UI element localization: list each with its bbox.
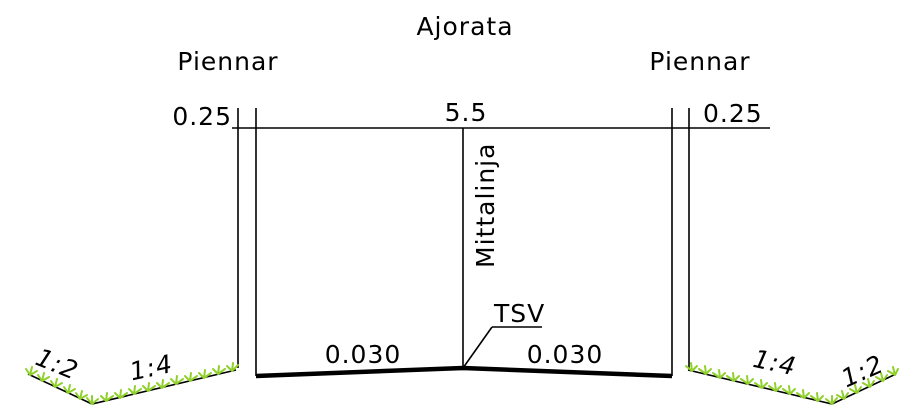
- road-surface: [255, 365, 673, 379]
- grass-left: [25, 362, 239, 405]
- tsv-leader-line: [462, 326, 493, 369]
- slope-inner-right-label: 1:4: [751, 344, 799, 381]
- carriageway-title: Ajorata: [416, 12, 513, 41]
- tsv-label: TSV: [493, 299, 545, 328]
- shoulder-left-title: Piennar: [177, 47, 278, 76]
- slope-outer-right-label: 1:2: [837, 349, 888, 393]
- shoulder-width-left: 0.25: [172, 102, 232, 131]
- crossfall-left-label: 0.030: [325, 340, 402, 369]
- shoulder-width-right: 0.25: [703, 99, 763, 128]
- shoulder-right-title: Piennar: [649, 47, 750, 76]
- slope-inner-left-label: 1:4: [127, 349, 175, 386]
- grass-right: [685, 362, 899, 405]
- centerline-label: Mittalinja: [471, 143, 500, 268]
- carriageway-width: 5.5: [445, 98, 488, 127]
- crossfall-right-label: 0.030: [527, 340, 604, 369]
